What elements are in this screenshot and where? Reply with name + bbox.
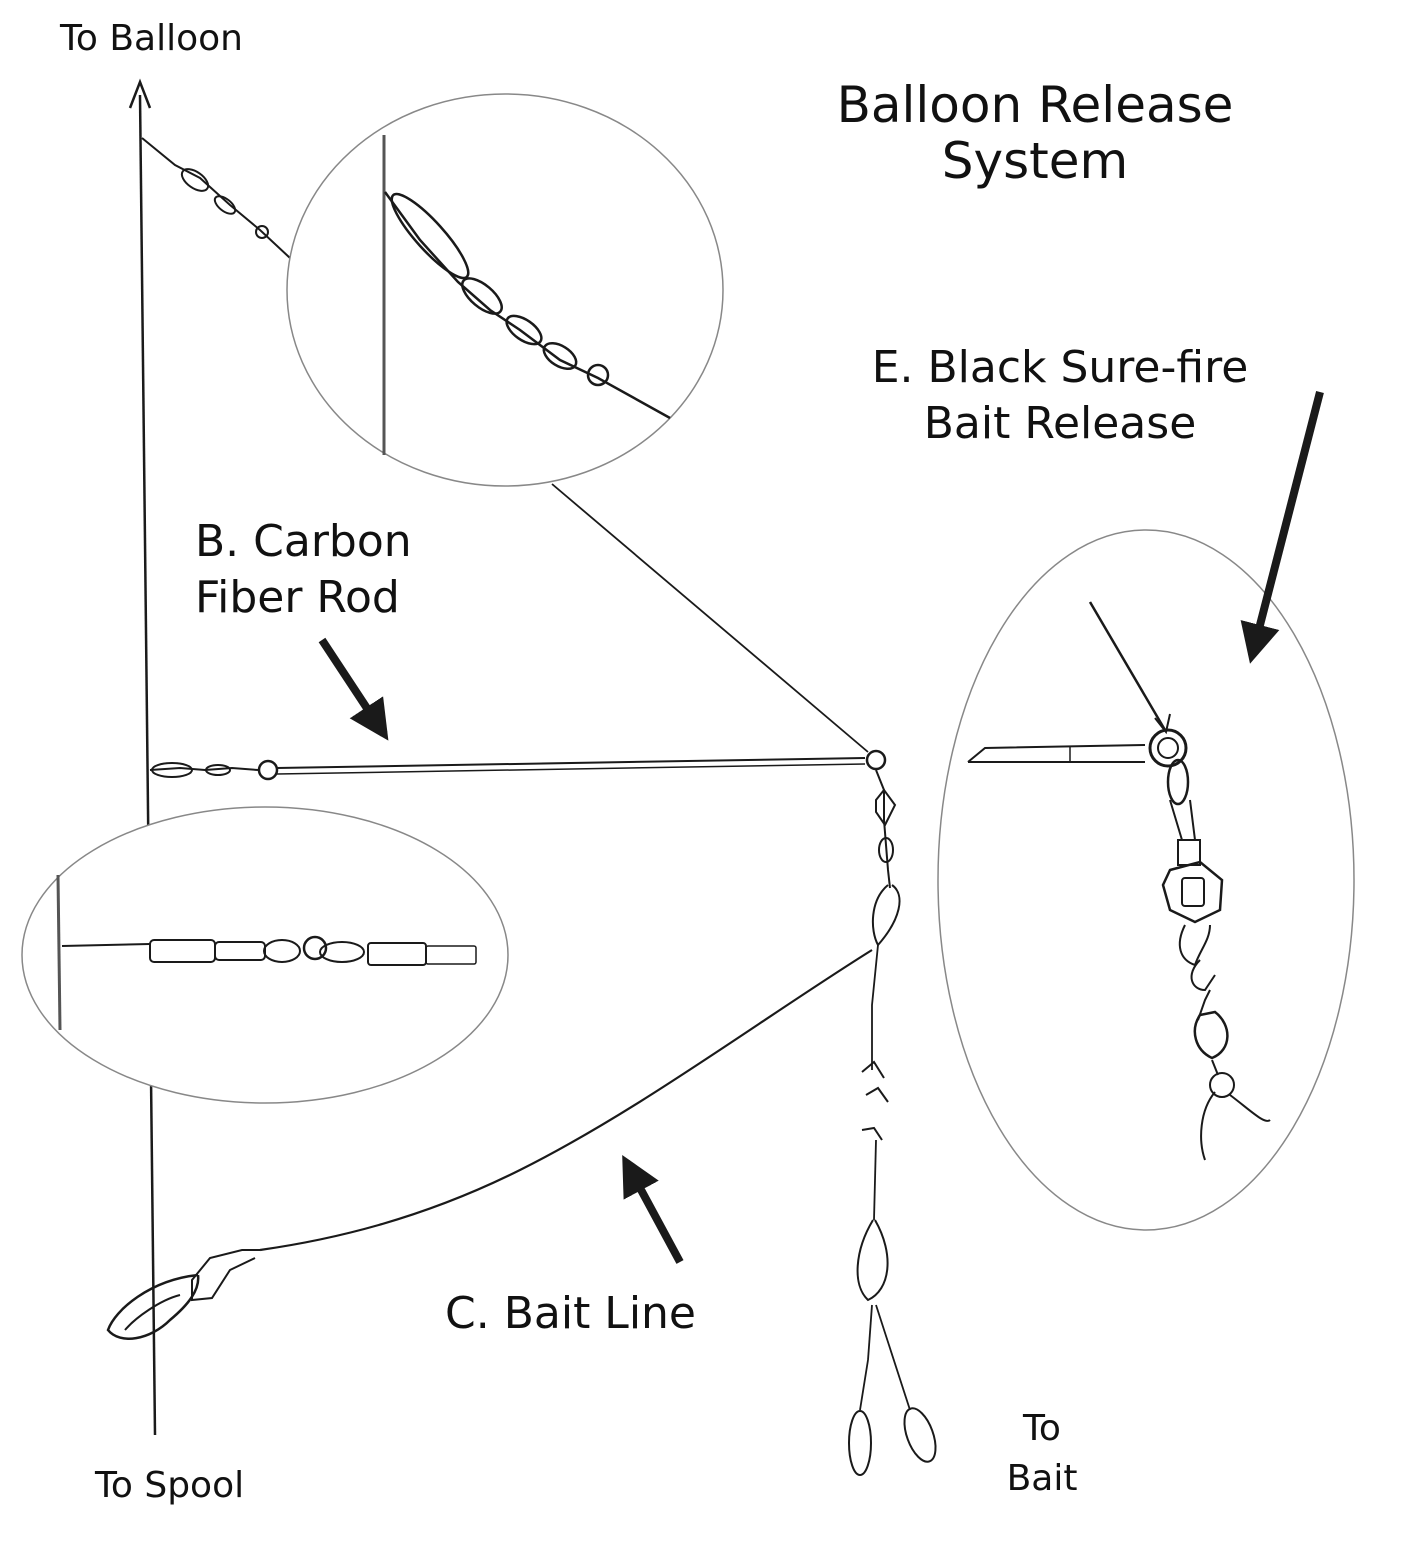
to-balloon-label: To Balloon [59,18,243,59]
carbon-rod-callout-arrow [318,637,389,741]
bait-release-callout-arrow [1240,391,1324,664]
tip-swivel [871,769,901,947]
release-line [551,483,869,753]
bait-line-lower [848,944,937,1476]
bait-line-callout-arrow [622,1154,684,1264]
bait-release-label-line-2: Bait Release [924,398,1197,449]
bait-release-label-line-1: E. Black Sure-fire [872,342,1249,393]
carbon-rod-label-line-1: B. Carbon [195,516,412,567]
carbon-fiber-rod [149,749,887,781]
main-line-up-arrow [128,78,152,109]
title-line-1: Balloon Release [837,76,1234,134]
bait-line [106,949,873,1340]
main-line [128,78,157,1436]
upper-swivel [141,137,291,259]
rod-zoom-ellipse [21,806,509,1104]
bait-line-label: C. Bait Line [445,1288,696,1339]
to-bait-label-line-1: To [1022,1408,1061,1449]
carbon-rod-label-line-2: Fiber Rod [195,572,400,623]
upper-zoom-circle [286,93,724,487]
title-line-2: System [942,132,1128,190]
bait-release-zoom [937,529,1355,1231]
to-spool-label: To Spool [94,1465,244,1506]
to-bait-label-line-2: Bait [1007,1458,1078,1499]
